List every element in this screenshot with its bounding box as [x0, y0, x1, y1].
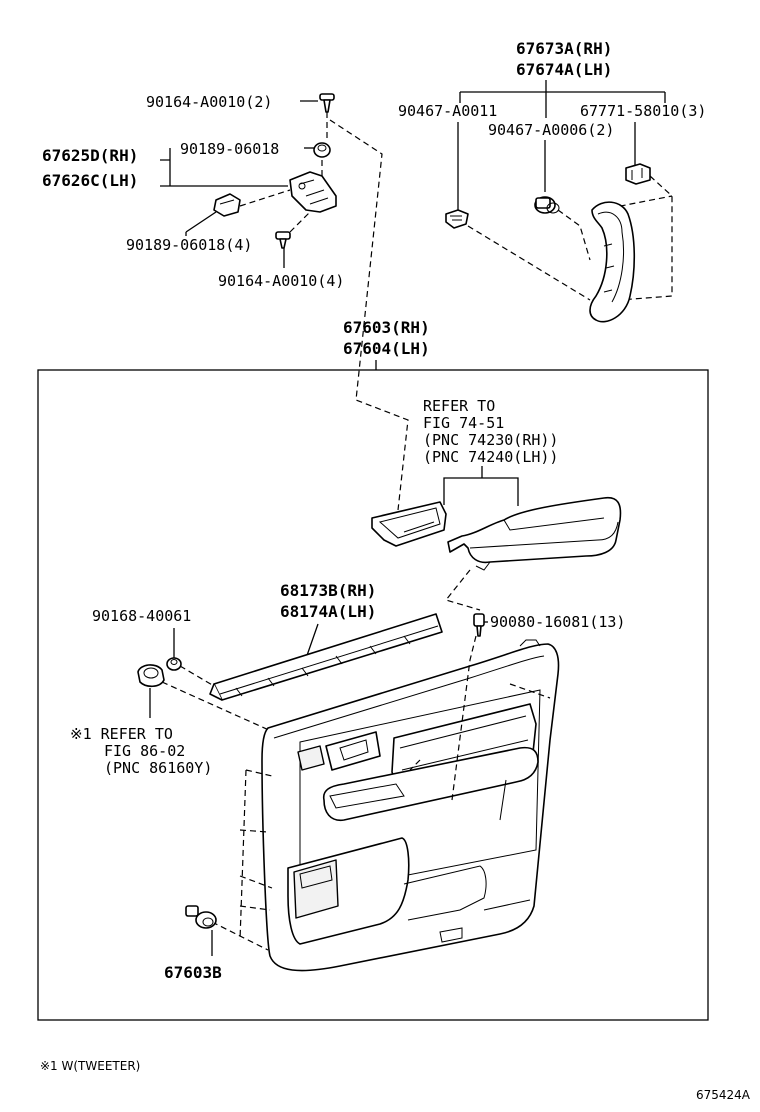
ref-74-line3: (PNC 74230(RH))	[423, 431, 558, 449]
dash-clip-a	[467, 225, 591, 301]
screw-90080	[473, 613, 485, 637]
label-67603B: 67603B	[164, 963, 222, 982]
dash-panel-clips	[239, 769, 273, 911]
bracket	[289, 171, 337, 213]
tweeter	[137, 664, 165, 688]
dash-screw-panel	[451, 635, 477, 801]
label-90189-top: 90189-06018	[180, 140, 279, 158]
footnote: ※1 W(TWEETER)	[40, 1059, 140, 1073]
ref-86-line1: ※1 REFER TO	[70, 725, 173, 743]
label-90168: 90168-40061	[92, 607, 191, 625]
clip-67603B	[185, 905, 217, 929]
assist-grip	[589, 201, 636, 323]
clip-90168	[166, 657, 182, 671]
assembly-frame	[37, 369, 709, 1021]
dash-tweeter	[161, 681, 301, 745]
label-67674A: 67674A(LH)	[516, 60, 612, 79]
dash-clip-c	[619, 175, 673, 301]
label-68174A: 68174A(LH)	[280, 602, 376, 621]
label-90164-4: 90164-A0010(4)	[218, 272, 344, 290]
panel-inner-recess	[299, 689, 541, 897]
screw-90164-top	[319, 93, 335, 113]
pull-handle	[322, 746, 539, 822]
leader-clip	[185, 211, 217, 233]
switch-pocket	[371, 501, 447, 547]
door-trim-panel	[261, 639, 560, 972]
label-67673A: 67673A(RH)	[516, 39, 612, 58]
label-90080: 90080-16081(13)	[490, 613, 625, 631]
label-67771: 67771-58010(3)	[580, 102, 706, 120]
armrest-switch-base	[447, 496, 622, 571]
clip-67771	[625, 163, 651, 185]
ref-74-line1: REFER TO	[423, 397, 495, 415]
dash-screw-bracket	[289, 211, 311, 233]
screw-90164-4	[275, 231, 291, 249]
bracket-group: 90164-A0010(2) 67625D(RH) 67626C(LH) 901…	[42, 93, 409, 511]
ref-86-line2: FIG 86-02	[104, 742, 185, 760]
label-67604: 67604(LH)	[343, 339, 430, 358]
moulding-strip	[209, 613, 443, 701]
dash-clip-b	[557, 209, 591, 261]
ref-74-line2: FIG 74-51	[423, 414, 504, 432]
ref-74-line4: (PNC 74240(LH))	[423, 448, 558, 466]
ref-86-line3: (PNC 86160Y)	[104, 759, 212, 777]
dash-clip-bracket	[239, 189, 291, 207]
dash-panel-corner	[509, 683, 551, 699]
clip-90467-A0011	[445, 209, 469, 229]
clip-90467-A0006	[534, 196, 560, 214]
dash-90168	[179, 665, 215, 687]
pocket-switch	[293, 859, 339, 919]
diagram-id: 675424A	[696, 1088, 751, 1102]
tweeter-mount	[297, 745, 325, 771]
leader-67625D	[160, 148, 288, 187]
dash-bracket-to-pocket	[329, 119, 409, 511]
label-67626C: 67626C(LH)	[42, 171, 138, 190]
ref-fig-74: REFER TO FIG 74-51 (PNC 74230(RH)) (PNC …	[423, 397, 558, 506]
label-90467-A0011: 90467-A0011	[398, 102, 497, 120]
label-67625D: 67625D(RH)	[42, 146, 138, 165]
dash-armrest-screw	[444, 569, 481, 611]
nut-90189-top	[313, 142, 331, 158]
dash-67603B	[211, 921, 269, 951]
dash-panel-b	[409, 759, 421, 771]
dash-clip-column	[239, 769, 247, 941]
leader-67673A	[459, 80, 666, 118]
assist-grip-group: 67673A(RH) 67674A(LH) 90467-A0011 67771-…	[398, 39, 706, 323]
label-67603: 67603(RH)	[343, 318, 430, 337]
leader-ref-74	[443, 466, 519, 506]
label-68173B: 68173B(RH)	[280, 581, 376, 600]
clip-90189-4	[213, 193, 241, 217]
ref-fig-86: ※1 REFER TO FIG 86-02 (PNC 86160Y)	[70, 725, 212, 777]
label-90189-4: 90189-06018(4)	[126, 236, 252, 254]
label-90467-A0006: 90467-A0006(2)	[488, 121, 614, 139]
label-90164-2: 90164-A0010(2)	[146, 93, 272, 111]
